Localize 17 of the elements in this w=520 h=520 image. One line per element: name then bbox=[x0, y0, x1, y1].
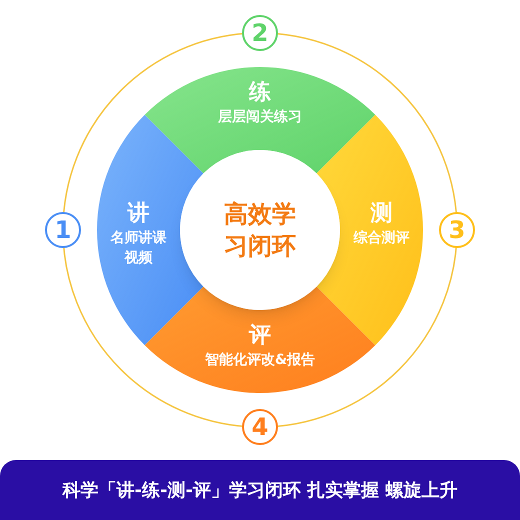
stage-description: 名师讲课视频 bbox=[109, 229, 168, 268]
stage-title: 练 bbox=[249, 78, 271, 106]
petal-segment bbox=[316, 114, 424, 346]
petal-segment bbox=[144, 67, 376, 175]
step-number: 2 bbox=[242, 15, 278, 51]
petal-segment bbox=[97, 114, 205, 346]
stage-description: 层层闯关练习 bbox=[218, 108, 302, 126]
stage-description: 综合测评 bbox=[354, 229, 410, 248]
stage-title: 评 bbox=[249, 322, 271, 350]
stage-title: 讲 bbox=[128, 200, 150, 228]
stage-description: 智能化评改&报告 bbox=[204, 350, 316, 370]
stage-title: 测 bbox=[370, 200, 392, 228]
step-number: 4 bbox=[242, 409, 278, 445]
step-number: 1 bbox=[45, 212, 81, 248]
petal-segment bbox=[144, 286, 376, 394]
slogan-banner: 科学「讲-练-测-评」学习闭环 扎实掌握 螺旋上升 bbox=[0, 460, 520, 520]
step-number: 3 bbox=[439, 212, 475, 248]
